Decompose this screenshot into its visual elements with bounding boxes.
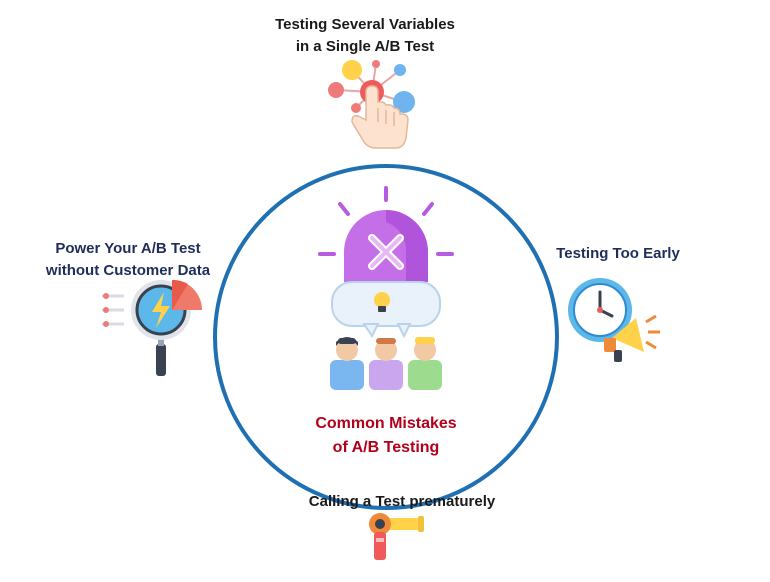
bottom-item-label: Calling a Test prematurely (282, 491, 522, 513)
top-item-label: Testing Several Variables in a Single A/… (240, 14, 490, 58)
left-item-label: Power Your A/B Test without Customer Dat… (28, 238, 228, 282)
hairdryer-icon (369, 513, 424, 560)
mistake-team-icon (318, 186, 454, 390)
clock-megaphone-icon (568, 278, 660, 362)
center-title-line2: of A/B Testing (332, 439, 440, 456)
magnifier-chart-icon (102, 279, 202, 376)
left-item-line2: without Customer Data (45, 262, 211, 279)
top-item-line2: in a Single A/B Test (295, 38, 435, 55)
bottom-item-line1: Calling a Test prematurely (308, 493, 496, 510)
right-item-label: Testing Too Early (548, 243, 688, 265)
central-ring (213, 164, 559, 510)
network-touch-icon (328, 60, 415, 149)
left-item-line1: Power Your A/B Test (55, 240, 201, 257)
top-item-line1: Testing Several Variables (275, 16, 455, 33)
right-item-line1: Testing Too Early (556, 245, 680, 262)
center-title-line1: Common Mistakes (315, 415, 457, 432)
center-title: Common Mistakes of A/B Testing (286, 412, 486, 460)
